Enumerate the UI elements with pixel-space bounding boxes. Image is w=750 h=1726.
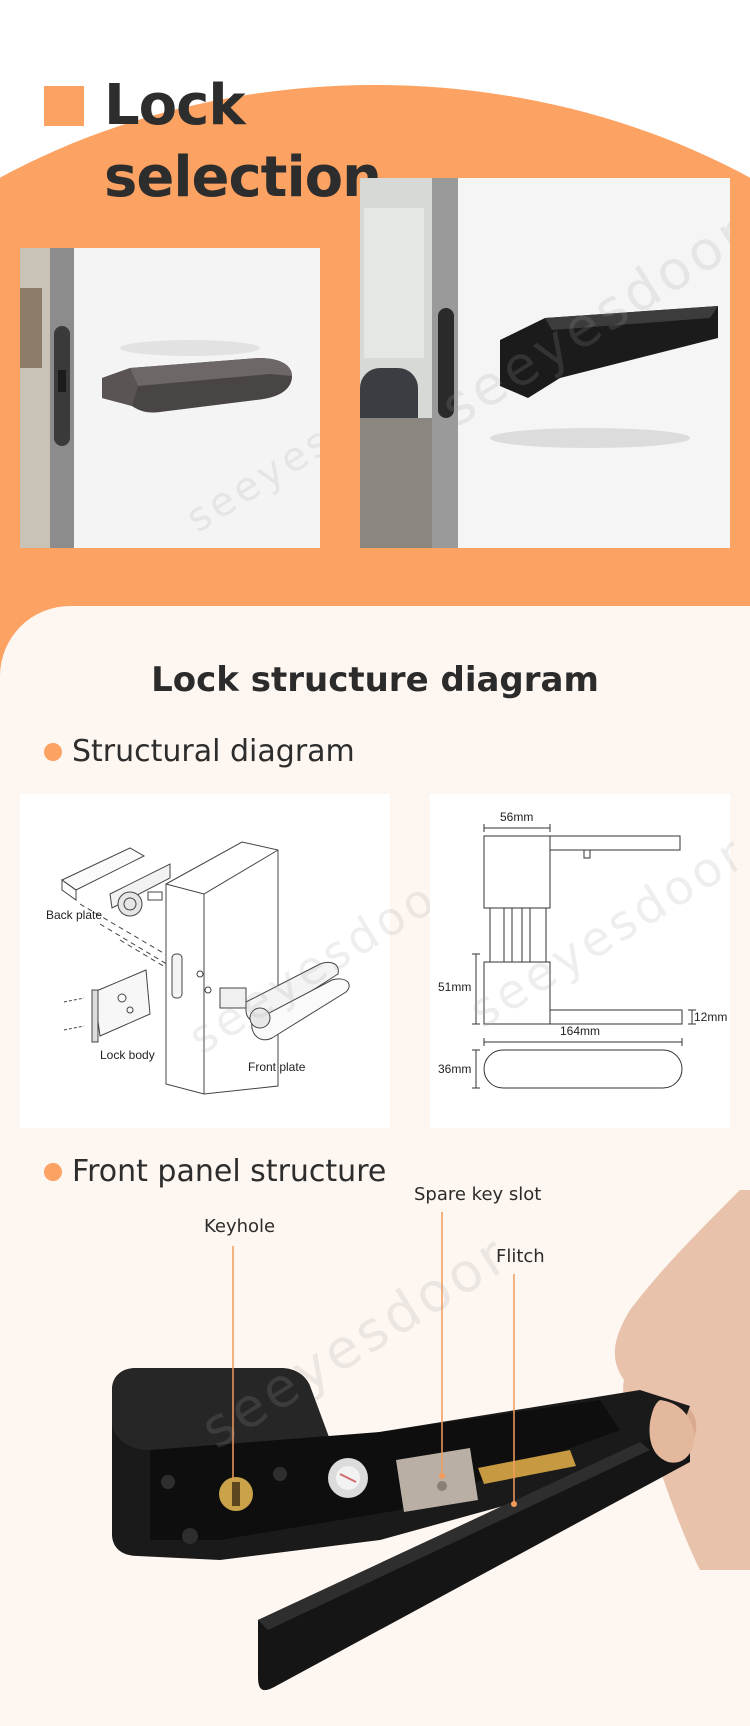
handle-photo-square: seeyesdoor [360, 178, 730, 548]
opened-front-panel-illustration [112, 1190, 750, 1691]
hero-title-line-1: Lock [104, 73, 246, 138]
spare-key-slot-label: Spare key slot [414, 1184, 542, 1205]
flitch-label: Flitch [496, 1246, 545, 1267]
back-plate-label: Back plate [46, 908, 103, 922]
dimension-height: 51mm [438, 980, 472, 994]
front-panel-label: Front panel structure [72, 1154, 387, 1189]
exploded-view-drawing [61, 841, 350, 1095]
hero-title: Lock selection [104, 70, 464, 214]
structural-diagram-label: Structural diagram [72, 734, 355, 769]
rounded-handle-illustration [20, 248, 320, 548]
dimension-length: 164mm [560, 1024, 601, 1038]
front-panel-heading: Front panel structure [44, 1154, 386, 1189]
front-plate-label: Front plate [248, 1060, 306, 1074]
title-accent-square [44, 86, 84, 126]
lock-body-label: Lock body [100, 1048, 155, 1062]
dimension-plate-height: 36mm [438, 1062, 472, 1076]
structural-diagram-heading: Structural diagram [44, 734, 355, 769]
hero-title-line-2: selection [104, 145, 382, 210]
section-title: Lock structure diagram [151, 660, 599, 700]
bullet-dot-icon [44, 742, 62, 761]
bullet-dot-icon [44, 1162, 62, 1181]
keyhole-label: Keyhole [204, 1216, 276, 1237]
exploded-view-diagram: Back plate Lock body Front plate seeyesd… [20, 794, 466, 1128]
square-handle-illustration [360, 178, 730, 548]
dimension-drawing [472, 824, 696, 1089]
dimension-thickness: 12mm [694, 1010, 728, 1024]
dimension-diagram: 56mm 51mm 12mm 164mm 36mm seeyesdoor [430, 794, 750, 1128]
dimension-width-top: 56mm [500, 810, 534, 824]
front-panel-photo: Spare key slot Keyhole Flitch seeyesdoor [0, 1150, 750, 1726]
handle-photo-rounded: seeyesdoor [20, 248, 320, 548]
